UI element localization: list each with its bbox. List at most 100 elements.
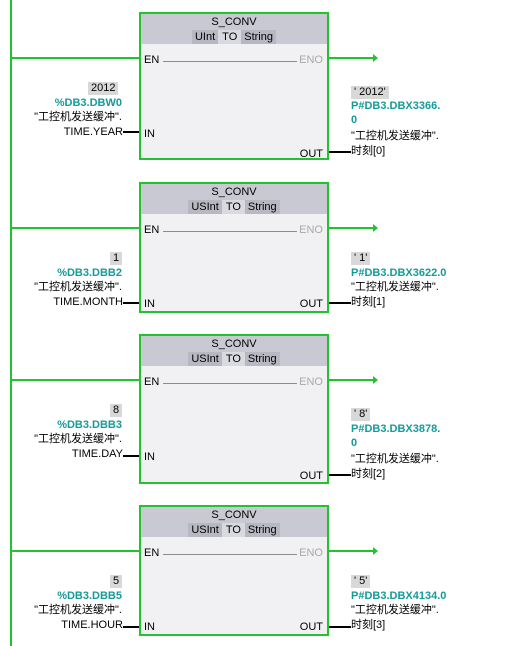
eno-pin[interactable]: ENO xyxy=(299,376,323,388)
out-monitor-value: ' 2012' xyxy=(351,86,389,99)
dest-type-dropdown[interactable]: String xyxy=(241,30,276,44)
block-header: S_CONV USInt TO String xyxy=(141,507,327,537)
eno-arrow-icon xyxy=(373,224,378,232)
in-operand-field[interactable]: TIME.YEAR xyxy=(63,126,123,138)
block-header: S_CONV USInt TO String xyxy=(141,184,327,214)
in-monitor-value: 5 xyxy=(110,575,123,588)
eno-wire xyxy=(329,227,373,229)
in-pin[interactable]: IN xyxy=(144,621,155,633)
en-wire xyxy=(12,550,139,552)
source-type-dropdown[interactable]: USInt xyxy=(188,200,222,214)
in-address: %DB3.DBW0 xyxy=(54,97,122,109)
s-conv-block[interactable]: S_CONV USInt TO String EN ENO IN OUT xyxy=(139,334,329,484)
in-wire xyxy=(123,455,139,457)
to-label: TO xyxy=(221,352,245,366)
out-address: P#DB3.DBX3366. xyxy=(351,100,441,112)
en-eno-line xyxy=(163,383,297,384)
out-address-cont: 0 xyxy=(351,114,358,126)
out-address: P#DB3.DBX3878. xyxy=(351,423,441,435)
out-operand-name[interactable]: "工控机发送缓冲". xyxy=(351,604,439,616)
out-wire xyxy=(329,474,351,476)
in-operand-field[interactable]: TIME.DAY xyxy=(71,448,123,460)
en-pin[interactable]: EN xyxy=(144,224,160,236)
eno-wire xyxy=(329,57,373,59)
in-operand-field[interactable]: TIME.MONTH xyxy=(53,296,123,308)
en-eno-line xyxy=(163,61,297,62)
eno-pin[interactable]: ENO xyxy=(299,54,323,66)
out-monitor-value: ' 8' xyxy=(351,408,371,421)
source-type-dropdown[interactable]: USInt xyxy=(188,523,222,537)
in-operand-name[interactable]: "工控机发送缓冲". xyxy=(34,111,122,123)
block-title: S_CONV xyxy=(211,509,257,521)
en-eno-line xyxy=(163,554,297,555)
block-title: S_CONV xyxy=(211,186,257,198)
to-label: TO xyxy=(218,30,242,44)
out-pin[interactable]: OUT xyxy=(299,298,323,310)
out-pin[interactable]: OUT xyxy=(299,148,323,160)
out-address: P#DB3.DBX4134.0 xyxy=(351,590,447,602)
eno-pin[interactable]: ENO xyxy=(299,547,323,559)
block-header: S_CONV UInt TO String xyxy=(141,14,327,44)
in-monitor-value: 2012 xyxy=(88,82,119,95)
out-operand-field[interactable]: 时刻[0] xyxy=(351,145,386,157)
s-conv-block[interactable]: S_CONV UInt TO String EN ENO IN OUT xyxy=(139,12,329,160)
in-pin[interactable]: IN xyxy=(144,128,155,140)
in-pin[interactable]: IN xyxy=(144,451,155,463)
eno-arrow-icon xyxy=(373,547,378,555)
block-title: S_CONV xyxy=(211,16,257,28)
eno-arrow-icon xyxy=(373,376,378,384)
en-wire xyxy=(12,379,139,381)
block-title: S_CONV xyxy=(211,338,257,350)
en-pin[interactable]: EN xyxy=(144,547,160,559)
out-monitor-value: ' 1' xyxy=(351,252,371,265)
in-address: %DB3.DBB5 xyxy=(57,590,122,602)
en-pin[interactable]: EN xyxy=(144,376,160,388)
in-operand-name[interactable]: "工控机发送缓冲". xyxy=(34,281,122,293)
eno-wire xyxy=(329,379,373,381)
out-operand-name[interactable]: "工控机发送缓冲". xyxy=(351,130,439,142)
in-wire xyxy=(123,302,139,304)
to-label: TO xyxy=(221,523,245,537)
dest-type-dropdown[interactable]: String xyxy=(244,523,280,537)
s-conv-block[interactable]: S_CONV USInt TO String EN ENO IN OUT xyxy=(139,505,329,636)
out-operand-name[interactable]: "工控机发送缓冲". xyxy=(351,453,439,465)
source-type-dropdown[interactable]: UInt xyxy=(191,30,219,44)
out-wire xyxy=(329,626,351,628)
eno-wire xyxy=(329,550,373,552)
in-operand-field[interactable]: TIME.HOUR xyxy=(61,619,123,631)
dest-type-dropdown[interactable]: String xyxy=(244,352,280,366)
in-wire xyxy=(123,626,139,628)
source-type-dropdown[interactable]: USInt xyxy=(188,352,222,366)
out-pin[interactable]: OUT xyxy=(299,470,323,482)
en-pin[interactable]: EN xyxy=(144,54,160,66)
type-selector: UInt TO String xyxy=(191,30,276,44)
out-monitor-value: ' 5' xyxy=(351,575,371,588)
out-pin[interactable]: OUT xyxy=(299,621,323,633)
out-address-cont: 0 xyxy=(351,437,358,449)
out-wire xyxy=(329,302,351,304)
out-operand-field[interactable]: 时刻[2] xyxy=(351,468,386,480)
out-operand-name[interactable]: "工控机发送缓冲". xyxy=(351,281,439,293)
en-eno-line xyxy=(163,231,297,232)
out-wire xyxy=(329,151,351,153)
in-operand-name[interactable]: "工控机发送缓冲". xyxy=(34,433,122,445)
block-header: S_CONV USInt TO String xyxy=(141,336,327,366)
in-monitor-value: 1 xyxy=(110,252,123,265)
out-operand-field[interactable]: 时刻[1] xyxy=(351,296,386,308)
eno-pin[interactable]: ENO xyxy=(299,224,323,236)
eno-arrow-icon xyxy=(373,54,378,62)
out-address: P#DB3.DBX3622.0 xyxy=(351,267,447,279)
type-selector: USInt TO String xyxy=(188,352,280,366)
in-address: %DB3.DBB2 xyxy=(57,267,122,279)
s-conv-block[interactable]: S_CONV USInt TO String EN ENO IN OUT xyxy=(139,182,329,313)
to-label: TO xyxy=(221,200,245,214)
in-operand-name[interactable]: "工控机发送缓冲". xyxy=(34,604,122,616)
en-wire xyxy=(12,57,139,59)
out-operand-field[interactable]: 时刻[3] xyxy=(351,619,386,631)
en-wire xyxy=(12,227,139,229)
in-address: %DB3.DBB3 xyxy=(57,419,122,431)
type-selector: USInt TO String xyxy=(188,523,280,537)
in-wire xyxy=(123,131,139,133)
in-pin[interactable]: IN xyxy=(144,298,155,310)
dest-type-dropdown[interactable]: String xyxy=(244,200,280,214)
